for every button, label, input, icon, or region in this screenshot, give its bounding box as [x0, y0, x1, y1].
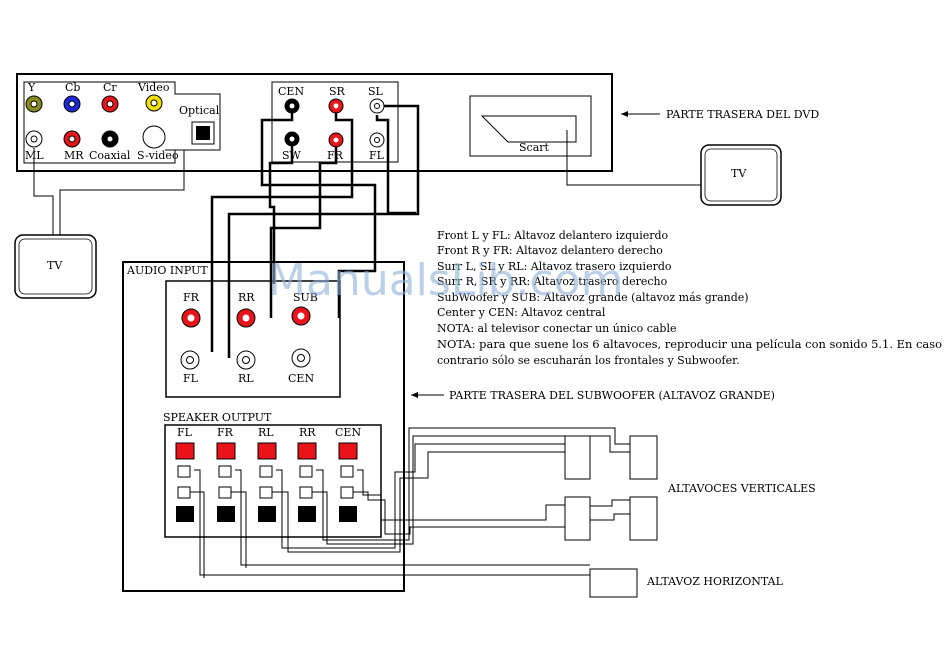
jack-y: [25, 95, 43, 113]
vertical-speaker-3: [564, 496, 591, 541]
subwoofer-panel: [122, 261, 405, 592]
speaker-output-box: [164, 424, 382, 538]
note-line: NOTA: al televisor conectar un único cab…: [437, 322, 677, 335]
tv-right-label: TV: [731, 167, 747, 180]
optical-port: [191, 121, 215, 145]
vertical-speaker-2: [629, 435, 658, 480]
horizontal-speaker-label: ALTAVOZ HORIZONTAL: [646, 575, 784, 588]
watermark: ManualsLib.com: [268, 255, 623, 306]
output-label-cen: CEN: [335, 426, 361, 439]
note-line: Center y CEN: Altavoz central: [437, 306, 606, 319]
note-line: Surr R, SR y RR: Altavoz trasero derecho: [437, 275, 668, 288]
jack-s-video: [142, 125, 166, 149]
note-line: NOTA: para que suene los 6 altavoces, re…: [437, 338, 942, 351]
vertical-speakers-label: ALTAVOCES VERTICALES: [667, 482, 816, 495]
jack-label-y: Y: [27, 81, 36, 94]
output-label-fr: FR: [217, 426, 234, 439]
audio-input-box: [165, 280, 341, 398]
audio-label-sr: SR: [329, 85, 346, 98]
scart-connector: [480, 115, 577, 143]
legend-notes: Front L y FL: Altavoz delantero izquierd…: [437, 229, 942, 367]
input-jack-sub: [291, 306, 311, 326]
jack-label-mr: MR: [64, 149, 84, 162]
jack-label-s-video: S-video: [137, 149, 179, 162]
input-jack-cen: [291, 348, 311, 368]
video-to-tv-cable: [33, 148, 185, 235]
vertical-speaker-4: [629, 496, 658, 541]
audio-jack-fr: [328, 132, 344, 148]
jack-coaxial: [101, 130, 119, 148]
audio-jack-sw: [284, 131, 300, 147]
dvd-caption-arrowhead: [621, 111, 628, 117]
audio-label-sl: SL: [368, 85, 384, 98]
input-jack-fl: [180, 350, 200, 370]
subwoofer-caption: PARTE TRASERA DEL SUBWOOFER (ALTAVOZ GRA…: [449, 389, 775, 402]
speaker-wires: [190, 427, 630, 578]
input-label-fl: FL: [183, 372, 199, 385]
jack-label-ml: ML: [25, 149, 44, 162]
output-label-rl: RL: [258, 426, 274, 439]
audio-jack-fl: [369, 132, 385, 148]
horizontal-speaker: [589, 568, 638, 598]
video-group-box: [23, 81, 221, 164]
input-label-cen: CEN: [288, 372, 314, 385]
tv-left: TV: [14, 234, 97, 299]
jack-label-cb: Cb: [65, 81, 80, 94]
audio-jack-sr: [328, 98, 344, 114]
input-jack-rl: [236, 350, 256, 370]
tv-left-label: TV: [47, 259, 63, 272]
subwoofer-caption-arrowhead: [411, 392, 418, 398]
jack-cr: [101, 95, 119, 113]
jack-cb: [63, 95, 81, 113]
input-jack-rr: [236, 308, 256, 328]
jack-mr: [63, 130, 81, 148]
input-label-sub: SUB: [293, 291, 318, 304]
jack-label-video: Video: [137, 81, 170, 94]
scart-label: Scart: [519, 141, 550, 154]
note-line: SubWoofer y SUB: Altavoz grande (altavoz…: [437, 291, 749, 304]
note-line: Front L y FL: Altavoz delantero izquierd…: [437, 229, 669, 242]
input-label-rl: RL: [238, 372, 254, 385]
scart-box: [469, 95, 592, 157]
output-label-rr: RR: [299, 426, 316, 439]
note-line: Surr L, SL y RL: Altavoz trasero izquier…: [437, 260, 672, 273]
scart-to-tv-cable: [566, 130, 701, 186]
optical-label: Optical: [179, 104, 220, 117]
vertical-speaker-1: [564, 435, 591, 480]
audio-input-label: AUDIO INPUT: [126, 264, 208, 277]
input-label-rr: RR: [238, 291, 255, 304]
dvd-caption: PARTE TRASERA DEL DVD: [666, 108, 819, 121]
jack-label-cr: Cr: [103, 81, 117, 94]
audio-jack-sl: [369, 98, 385, 114]
tv-right: TV: [700, 144, 782, 206]
speaker-output-label: SPEAKER OUTPUT: [163, 411, 272, 424]
jack-ml: [25, 130, 43, 148]
jack-label-coaxial: Coaxial: [89, 149, 131, 162]
output-terminals: [175, 442, 358, 522]
input-label-fr: FR: [183, 291, 200, 304]
output-label-fl: FL: [177, 426, 193, 439]
audio-label-cen: CEN: [278, 85, 304, 98]
jack-video: [145, 94, 163, 112]
audio-jack-cen: [284, 98, 300, 114]
note-line: contrario sólo se escuharán los frontale…: [437, 354, 740, 367]
audio-label-fl: FL: [369, 149, 385, 162]
note-line: Front R y FR: Altavoz delantero derecho: [437, 244, 663, 257]
dvd-panel: [16, 73, 613, 172]
input-jack-fr: [181, 308, 201, 328]
